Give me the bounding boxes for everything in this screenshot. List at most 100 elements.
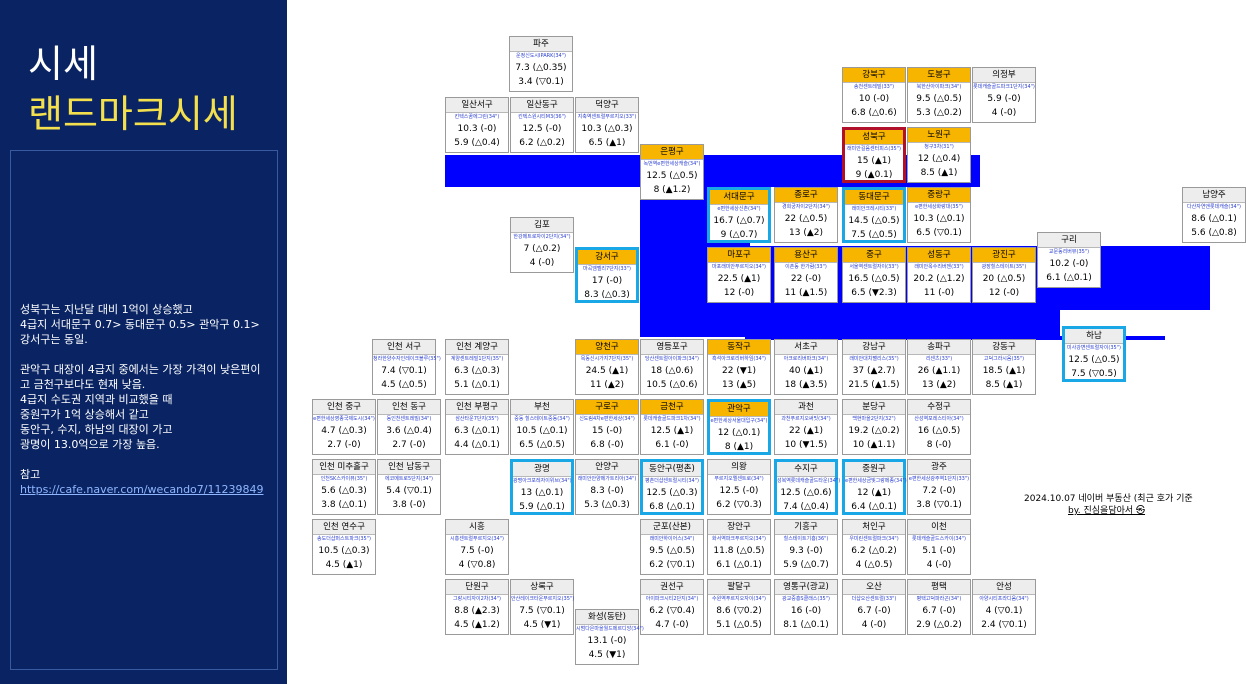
landmark-name: 녹번역e편한세상캐슬(34") <box>643 161 701 167</box>
min-price: 8.5 (▲1) <box>985 380 1023 390</box>
landmark-name: 아크로리버파크(34") <box>783 356 829 362</box>
district-name: 남양주 <box>1183 188 1245 203</box>
landmark-name: 중동 힐스테이트중동(34") <box>514 416 570 422</box>
max-price: 7.2 (-0) <box>922 486 956 496</box>
district-name: 상록구 <box>511 580 573 595</box>
max-price: 12.5 (-0) <box>522 124 562 134</box>
landmark-name: 광명아크포레자이위브(34") <box>513 478 572 484</box>
max-price: 15 (-0) <box>591 426 623 436</box>
max-price: 6.2 (△0.2) <box>851 546 897 556</box>
min-price: 8 (▲1) <box>724 442 754 452</box>
min-price: 4.5 (△0.5) <box>381 380 427 390</box>
landmark-name: e편한세상신촌(34") <box>717 206 761 212</box>
min-price: 18 (▲3.5) <box>784 380 828 390</box>
district-name: 기흥구 <box>775 520 837 535</box>
min-price: 4 (△0.5) <box>855 560 893 570</box>
district-cell: 동안구(평촌)평촌더샵센트럴시티(34")12.5 (△0.3)6.8 (△0.… <box>640 459 704 515</box>
landmark-name: 킨텍스원시티M3(36") <box>518 114 566 120</box>
max-price: 8.8 (▲2.3) <box>454 606 500 616</box>
district-name: 동작구 <box>708 340 770 355</box>
min-price: 6.2 (▽0.3) <box>716 500 762 510</box>
district-name: 노원구 <box>908 128 970 143</box>
max-price: 10.3 (△0.3) <box>581 124 633 134</box>
landmark-name: 시흥센트럴푸르지오(34") <box>450 536 504 542</box>
landmark-name: 롯데캐슬골드파크1단지(34") <box>973 84 1035 90</box>
max-price: 12 (△0.4) <box>917 154 961 164</box>
landmark-name: e편한세상화랑대(35") <box>915 204 963 210</box>
district-name: 과천 <box>775 400 837 415</box>
max-price: 26 (▲1.1) <box>917 366 961 376</box>
landmark-name: 광교중흥S클래스(35") <box>782 596 830 602</box>
max-price: 40 (▲1) <box>789 366 823 376</box>
max-price: 6.7 (-0) <box>922 606 956 616</box>
han-river-band <box>640 309 1060 337</box>
district-name: 화성(동탄) <box>576 610 638 625</box>
landmark-name: 평촌더샵센트럴시티(34") <box>645 478 699 484</box>
max-price: 10.3 (-0) <box>457 124 497 134</box>
min-price: 5.1 (△0.1) <box>454 380 500 390</box>
district-name: 강남구 <box>843 340 905 355</box>
district-name: 일산서구 <box>446 98 508 113</box>
min-price: 11 (-0) <box>923 288 955 298</box>
district-name: 부천 <box>511 400 573 415</box>
landmark-name: 지축역센트럴푸르지오(33") <box>577 114 637 120</box>
min-price: 13 (▲5) <box>722 380 756 390</box>
max-price: 37 (▲2.7) <box>852 366 896 376</box>
district-name: 성동구 <box>908 248 970 263</box>
max-price: 7.5 (-0) <box>460 546 494 556</box>
district-name: 양천구 <box>576 340 638 355</box>
min-price: 4.7 (-0) <box>655 620 689 630</box>
max-price: 9.5 (△0.5) <box>916 94 962 104</box>
max-price: 11.8 (△0.5) <box>713 546 765 556</box>
landmark-name: 신도림4차e편한세상(34") <box>579 416 635 422</box>
landmark-name: 고덕그라시움(35") <box>983 356 1025 362</box>
landmark-name: 흑석아크로리버하임(34") <box>712 356 766 362</box>
district-name: 장안구 <box>708 520 770 535</box>
max-price: 22 (△0.5) <box>784 214 828 224</box>
min-price: 12 (-0) <box>988 288 1020 298</box>
min-price: 4.5 (▼1) <box>588 650 626 660</box>
reference-link[interactable]: https://cafe.naver.com/wecando7/11239849 <box>20 483 264 496</box>
min-price: 2.7 (-0) <box>392 440 426 450</box>
district-name: 서초구 <box>775 340 837 355</box>
landmark-name: 산성역포레스티아(34") <box>914 416 964 422</box>
max-price: 6.3 (△0.1) <box>454 426 500 436</box>
district-name: 인천 계양구 <box>446 340 508 355</box>
slide-subtitle: 랜드마크시세 <box>28 92 238 136</box>
min-price: 6.5 (△0.5) <box>519 440 565 450</box>
max-price: 16.5 (△0.5) <box>848 274 900 284</box>
min-price: 4 (-0) <box>926 560 952 570</box>
max-price: 6.3 (△0.3) <box>454 366 500 376</box>
landmark-name: 성복역롯데캐슬골드타운(34") <box>777 478 841 484</box>
district-name: 도봉구 <box>908 68 970 83</box>
district-name: 중원구 <box>845 462 903 477</box>
max-price: 8.6 (▽0.2) <box>716 606 762 616</box>
district-name: 김포 <box>511 218 573 233</box>
max-price: 9.5 (△0.5) <box>649 546 695 556</box>
date-note: 2024.10.07 네이버 부동산 (최근 호가 기준 <box>1024 494 1193 504</box>
max-price: 10.3 (△0.1) <box>913 214 965 224</box>
min-price: 10 (▼1.5) <box>784 440 828 450</box>
